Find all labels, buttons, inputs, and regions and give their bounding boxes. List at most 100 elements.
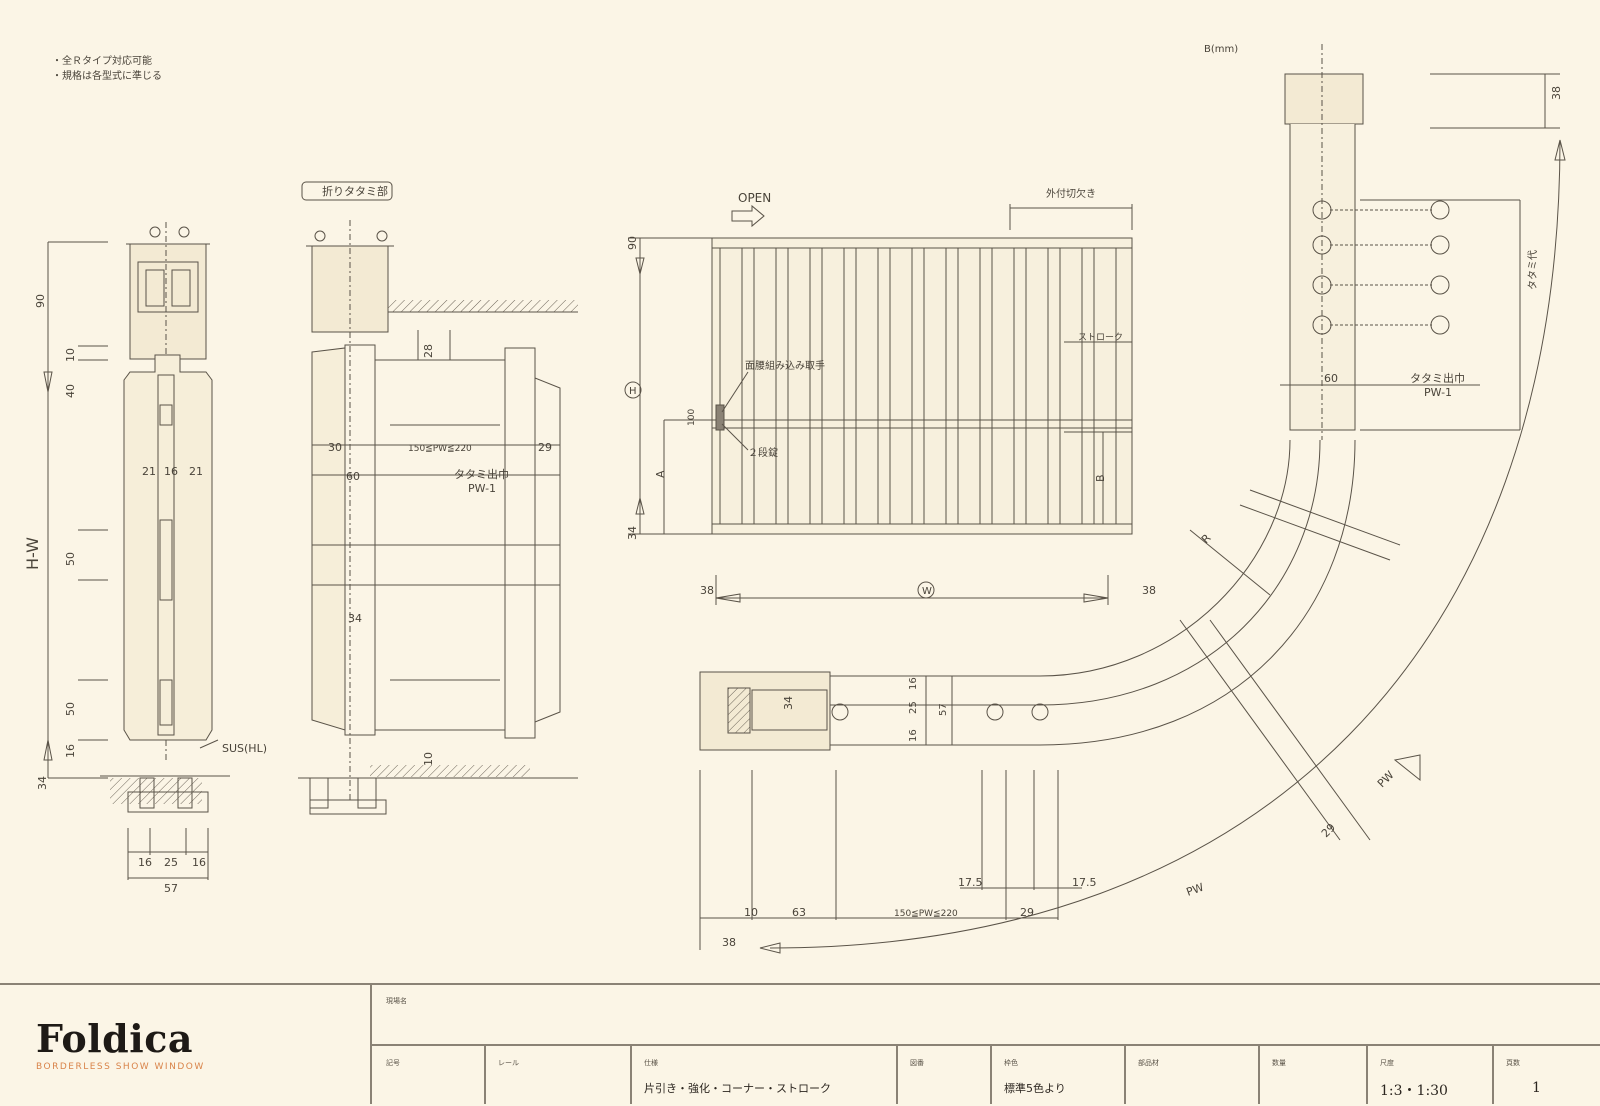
folding-dimensions: 折りタタミ部 28 30 150≦PW≦220 29 60 タタミ出巾 PW-1… xyxy=(322,184,552,766)
dim-r: R xyxy=(1199,531,1214,546)
dim-57: 57 xyxy=(938,703,949,716)
folding-section-view xyxy=(298,181,578,815)
cell-divider xyxy=(1492,1046,1494,1104)
cell-divider xyxy=(630,1046,632,1104)
unit-label: B(mm) xyxy=(1204,44,1238,55)
dim-60: 60 xyxy=(1324,372,1338,385)
dim-38: 38 xyxy=(700,584,714,597)
door-panel xyxy=(923,247,947,525)
cell-label-rail: レール xyxy=(498,1059,519,1067)
roller-icon xyxy=(1430,235,1450,255)
roller-icon xyxy=(1430,200,1450,220)
cell-value-spec: 片引き・強化・コーナー・ストローク xyxy=(644,1082,831,1095)
cell-divider xyxy=(990,1046,992,1104)
vertical-section-view xyxy=(43,222,230,880)
pw1-label: PW-1 xyxy=(468,482,496,495)
door-panel xyxy=(1093,247,1117,525)
title-block-divider xyxy=(370,1044,1600,1046)
dim-21: 21 xyxy=(142,465,156,478)
cell-value-frame-color: 標準5色より xyxy=(1004,1082,1066,1095)
cell-divider xyxy=(1258,1046,1260,1104)
cell-divider xyxy=(1366,1046,1368,1104)
dim-b: B xyxy=(1094,474,1107,482)
pw-range: 150≦PW≦220 xyxy=(408,444,472,454)
dim-21: 21 xyxy=(189,465,203,478)
cell-label-page: 頁数 xyxy=(1506,1059,1520,1067)
dim-34: 34 xyxy=(626,526,639,540)
dim-17-5: 17.5 xyxy=(958,876,983,889)
dim-16: 16 xyxy=(908,677,919,690)
open-label: OPEN xyxy=(738,191,771,205)
title-block-divider xyxy=(370,983,372,1104)
cell-value-scale: 1:3・1:30 xyxy=(1380,1083,1448,1099)
sus-label: SUS(HL) xyxy=(222,742,267,755)
fold-section-label: 折りタタミ部 xyxy=(322,184,388,198)
dim-28: 28 xyxy=(422,344,435,358)
handle-label: 面腰組み込み取手 xyxy=(745,359,825,372)
dim-29: 29 xyxy=(1319,821,1338,840)
section-dimensions: 90 10 40 50 50 16 34 H-W 21 16 21 16 25 … xyxy=(23,294,267,895)
dim-34: 34 xyxy=(348,612,362,625)
dim-38: 38 xyxy=(1550,86,1563,100)
folding-out-label: タタミ出巾 xyxy=(454,467,509,481)
pw-label: PW xyxy=(1185,881,1206,899)
roller-icon xyxy=(1430,315,1450,335)
dim-34: 34 xyxy=(782,696,795,710)
note-line: ・規格は各型式に準じる xyxy=(52,71,162,82)
cell-divider xyxy=(484,1046,486,1104)
note-line: ・全Ｒタイプ対応可能 xyxy=(52,56,152,67)
dim-a: A xyxy=(654,470,667,478)
door-panel xyxy=(1025,247,1049,525)
door-panel xyxy=(1059,247,1083,525)
stroke-label: ストローク xyxy=(1078,332,1123,343)
door-panel xyxy=(957,247,981,525)
dim-16: 16 xyxy=(192,856,206,869)
door-panel xyxy=(753,247,777,525)
dim-50: 50 xyxy=(64,552,77,566)
technical-drawing: 90 10 40 50 50 16 34 H-W 21 16 21 16 25 … xyxy=(23,44,1566,954)
pw-label: PW xyxy=(1375,768,1397,790)
lock-label: ２段錠 xyxy=(748,446,778,459)
dim-38: 38 xyxy=(722,936,736,949)
roller-icon xyxy=(986,703,1004,721)
dim-29: 29 xyxy=(1020,906,1034,919)
cell-value-page: 1 xyxy=(1532,1080,1541,1096)
dim-10: 10 xyxy=(64,348,77,362)
door-panel xyxy=(787,247,811,525)
dim-34: 34 xyxy=(36,776,49,790)
dim-40: 40 xyxy=(64,384,77,398)
dim-16: 16 xyxy=(908,729,919,742)
dim-90: 90 xyxy=(34,294,47,308)
dim-hw: H-W xyxy=(23,537,42,570)
pw-range: 150≦PW≦220 xyxy=(894,909,958,919)
roller-icon xyxy=(1430,275,1450,295)
cell-label-scale: 尺度 xyxy=(1380,1059,1394,1067)
dim-16: 16 xyxy=(64,744,77,758)
door-panel xyxy=(889,247,913,525)
door-panel xyxy=(991,247,1015,525)
roller-icon xyxy=(1031,703,1049,721)
cell-label-drawing-no: 図番 xyxy=(910,1059,924,1067)
brand-tagline: BORDERLESS SHOW WINDOW xyxy=(36,1062,205,1072)
dim-38: 38 xyxy=(1142,584,1156,597)
dim-25: 25 xyxy=(164,856,178,869)
title-block xyxy=(0,983,1600,1106)
dim-50: 50 xyxy=(64,702,77,716)
cell-divider xyxy=(1124,1046,1126,1104)
door-panel xyxy=(855,247,879,525)
dim-17-5: 17.5 xyxy=(1072,876,1097,889)
cell-label-material: 部品材 xyxy=(1138,1059,1159,1067)
project-label: 現場名 xyxy=(386,997,407,1005)
dim-h: H xyxy=(629,386,637,397)
dim-w: W xyxy=(922,586,932,597)
tatami-label: タタミ代 xyxy=(1527,250,1539,290)
dim-60: 60 xyxy=(346,470,360,483)
door-panel xyxy=(719,247,743,525)
door-panel xyxy=(821,247,845,525)
roller-icon xyxy=(831,703,849,721)
brand-logo: Foldica xyxy=(36,1016,193,1061)
dim-25: 25 xyxy=(908,701,919,714)
dim-16: 16 xyxy=(164,465,178,478)
dim-90: 90 xyxy=(626,236,639,250)
dim-16: 16 xyxy=(138,856,152,869)
